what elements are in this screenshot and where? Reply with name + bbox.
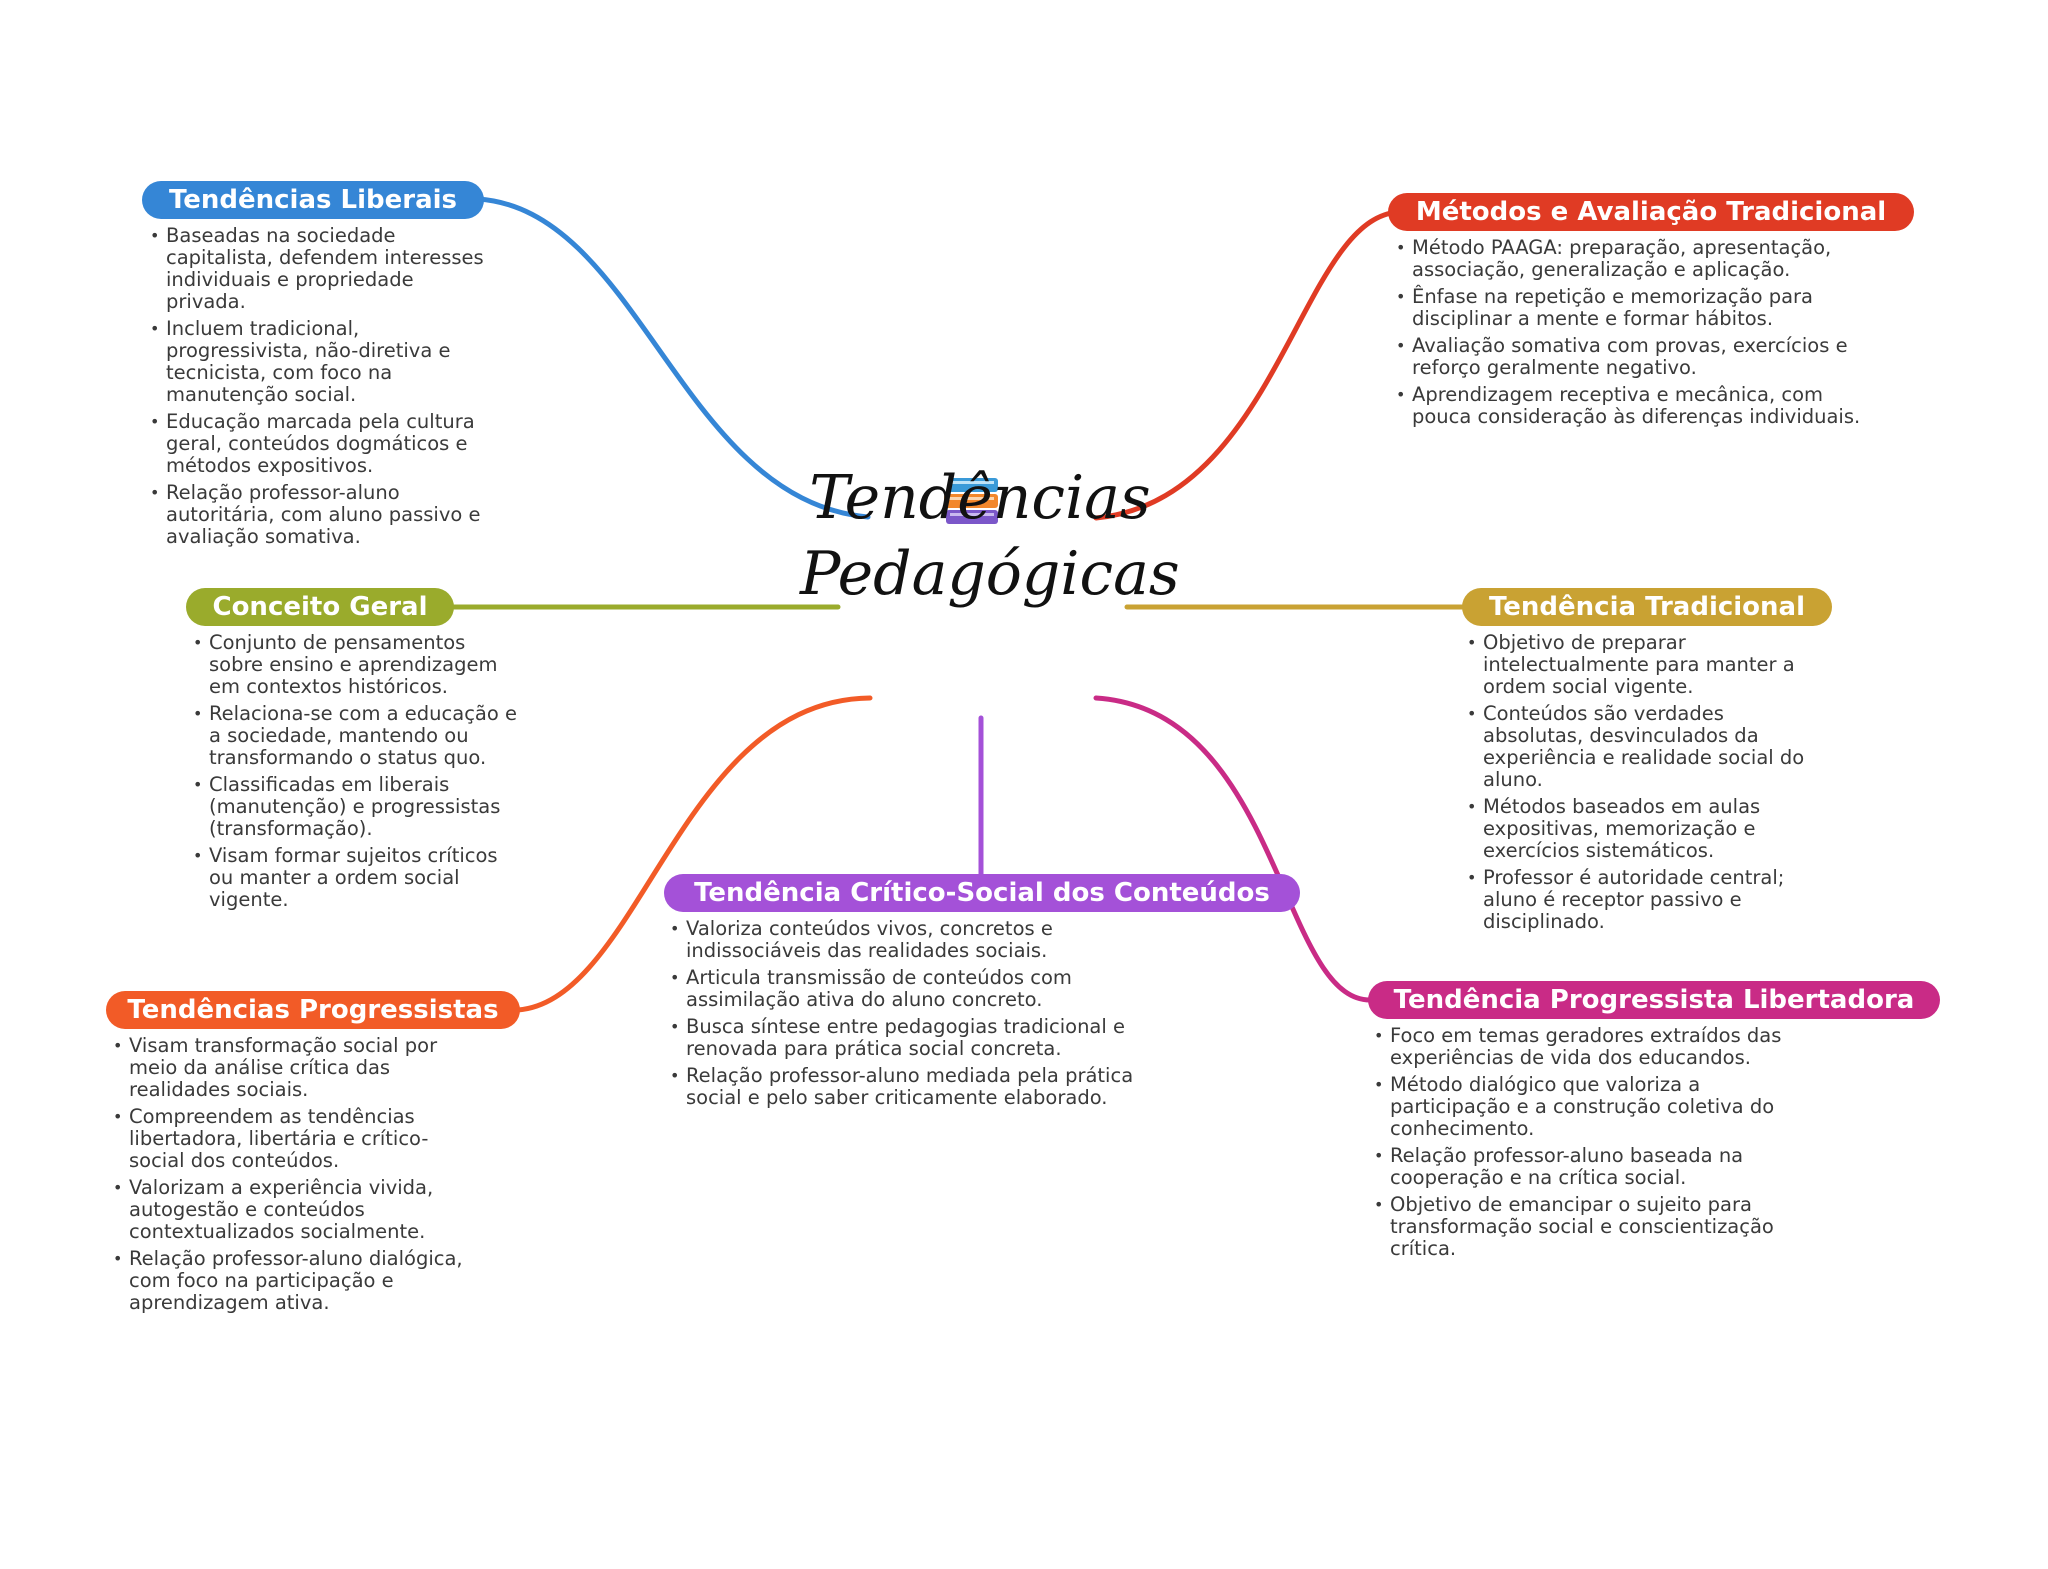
note-item: Foco em temas geradores extraídos das ex… xyxy=(1374,1025,1819,1069)
note-item: Avaliação somativa com provas, exercício… xyxy=(1396,335,1866,379)
topic-tradicional-label: Tendência Tradicional xyxy=(1488,592,1806,622)
note-item: Visam transformação social por meio da a… xyxy=(113,1035,463,1101)
note-item: Valorizam a experiência vivida, autogest… xyxy=(113,1177,463,1243)
topic-liberais[interactable]: Tendências Liberais xyxy=(142,181,484,219)
note-item: Objetivo de preparar intelectualmente pa… xyxy=(1467,632,1822,698)
note-item: Conjunto de pensamentos sobre ensino e a… xyxy=(193,632,518,698)
topic-liberais-label: Tendências Liberais xyxy=(168,185,458,215)
notes-tradicional: Objetivo de preparar intelectualmente pa… xyxy=(1467,632,1822,938)
central-topic[interactable]: Tendências Pedagógicas xyxy=(800,460,1180,612)
notes-conceito-geral: Conjunto de pensamentos sobre ensino e a… xyxy=(193,632,518,916)
notes-critico-social: Valoriza conteúdos vivos, concretos e in… xyxy=(670,918,1190,1114)
note-item: Relação professor-aluno mediada pela prá… xyxy=(670,1065,1190,1109)
note-item: Métodos baseados em aulas expositivas, m… xyxy=(1467,796,1822,862)
topic-metodos-avaliacao[interactable]: Métodos e Avaliação Tradicional xyxy=(1388,193,1914,231)
note-item: Visam formar sujeitos críticos ou manter… xyxy=(193,845,518,911)
note-item: Aprendizagem receptiva e mecânica, com p… xyxy=(1396,384,1866,428)
topic-conceito-geral[interactable]: Conceito Geral xyxy=(186,588,454,626)
note-item: Relação professor-aluno dialógica, com f… xyxy=(113,1248,463,1314)
books-icon xyxy=(944,478,998,524)
note-item: Método dialógico que valoriza a particip… xyxy=(1374,1074,1819,1140)
topic-metodos-avaliacao-label: Métodos e Avaliação Tradicional xyxy=(1415,197,1887,227)
link-progressistas xyxy=(515,695,873,1013)
notes-metodos-avaliacao: Método PAAGA: preparação, apresentação, … xyxy=(1396,237,1866,433)
link-metodos xyxy=(1093,209,1403,521)
note-item: Educação marcada pela cultura geral, con… xyxy=(150,411,495,477)
note-item: Baseadas na sociedade capitalista, defen… xyxy=(150,225,495,313)
topic-critico-social[interactable]: Tendência Crítico-Social dos Conteúdos xyxy=(664,874,1300,912)
notes-libertadora: Foco em temas geradores extraídos das ex… xyxy=(1374,1025,1819,1265)
note-item: Articula transmissão de conteúdos com as… xyxy=(670,967,1190,1011)
note-item: Ênfase na repetição e memorização para d… xyxy=(1396,286,1866,330)
note-item: Relação professor-aluno baseada na coope… xyxy=(1374,1145,1819,1189)
note-item: Professor é autoridade central; aluno é … xyxy=(1467,867,1822,933)
topic-libertadora-label: Tendência Progressista Libertadora xyxy=(1393,985,1915,1015)
topic-critico-social-label: Tendência Crítico-Social dos Conteúdos xyxy=(694,878,1270,908)
note-item: Classificadas em liberais (manutenção) e… xyxy=(193,774,518,840)
note-item: Valoriza conteúdos vivos, concretos e in… xyxy=(670,918,1190,962)
note-item: Busca síntese entre pedagogias tradicion… xyxy=(670,1016,1190,1060)
central-title-line-2: Pedagógicas xyxy=(800,539,1180,609)
note-item: Conteúdos são verdades absolutas, desvin… xyxy=(1467,703,1822,791)
link-liberais xyxy=(475,196,871,520)
topic-tradicional[interactable]: Tendência Tradicional xyxy=(1462,588,1832,626)
note-item: Compreendem as tendências libertadora, l… xyxy=(113,1106,463,1172)
topic-progressistas[interactable]: Tendências Progressistas xyxy=(106,991,520,1029)
note-item: Relaciona-se com a educação e a sociedad… xyxy=(193,703,518,769)
notes-progressistas: Visam transformação social por meio da a… xyxy=(113,1035,463,1319)
note-item: Método PAAGA: preparação, apresentação, … xyxy=(1396,237,1866,281)
topic-libertadora[interactable]: Tendência Progressista Libertadora xyxy=(1368,981,1940,1019)
note-item: Relação professor-aluno autoritária, com… xyxy=(150,482,495,548)
note-item: Incluem tradicional, progressivista, não… xyxy=(150,318,495,406)
topic-conceito-geral-label: Conceito Geral xyxy=(212,592,428,622)
link-libertadora xyxy=(1093,695,1373,1003)
note-item: Objetivo de emancipar o sujeito para tra… xyxy=(1374,1194,1819,1260)
notes-liberais: Baseadas na sociedade capitalista, defen… xyxy=(150,225,495,553)
topic-progressistas-label: Tendências Progressistas xyxy=(127,995,499,1025)
central-title-line-1: Tendências xyxy=(809,463,1151,533)
